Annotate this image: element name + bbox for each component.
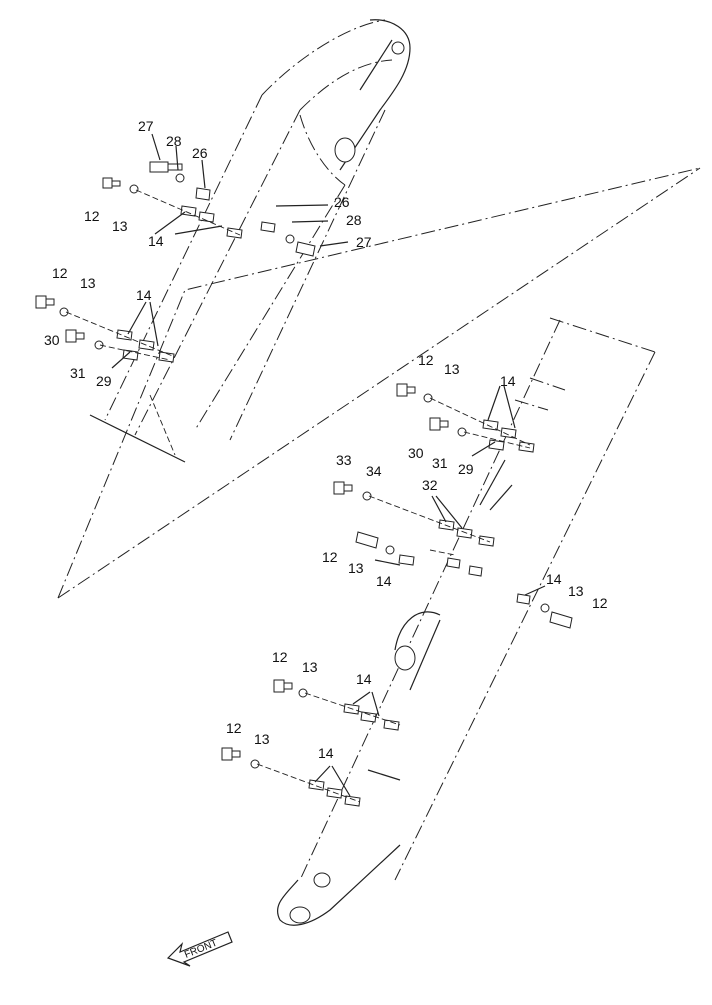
callout-13: 13 [444, 361, 460, 377]
callout-30: 30 [408, 445, 424, 461]
callout-13: 13 [112, 218, 128, 234]
callout-13: 13 [302, 659, 318, 675]
callout-14: 14 [546, 571, 562, 587]
upper-boom-outline [89, 19, 411, 463]
front-label: FRONT [183, 938, 219, 961]
callout-34: 34 [366, 463, 382, 479]
callout-27: 27 [356, 234, 372, 250]
callout-13: 13 [568, 583, 584, 599]
upper-fasteners [35, 161, 316, 363]
callout-13: 13 [254, 731, 270, 747]
callout-14: 14 [500, 373, 516, 389]
callout-12: 12 [322, 549, 338, 565]
callout-30: 30 [44, 332, 60, 348]
callout-26: 26 [192, 145, 208, 161]
callout-14: 14 [356, 671, 372, 687]
callout-12: 12 [272, 649, 288, 665]
callout-12: 12 [52, 265, 68, 281]
callout-28: 28 [346, 212, 362, 228]
callout-12: 12 [226, 720, 242, 736]
front-arrow-icon [166, 931, 233, 967]
lower-fasteners [221, 383, 573, 807]
callout-27: 27 [138, 118, 154, 134]
inset-frame [57, 167, 701, 599]
callout-14: 14 [318, 745, 334, 761]
leader-lines [111, 133, 546, 797]
callout-26: 26 [334, 194, 350, 210]
callout-29: 29 [458, 461, 474, 477]
callout-29: 29 [96, 373, 112, 389]
callout-12: 12 [418, 352, 434, 368]
callout-14: 14 [148, 233, 164, 249]
lower-boom-outline [277, 317, 656, 926]
callout-28: 28 [166, 133, 182, 149]
callout-31: 31 [432, 455, 448, 471]
callout-13: 13 [348, 560, 364, 576]
callout-31: 31 [70, 365, 86, 381]
callouts: 27 28 26 12 13 14 26 28 27 12 13 14 30 3… [44, 118, 608, 761]
callout-14: 14 [376, 573, 392, 589]
callout-13: 13 [80, 275, 96, 291]
callout-32: 32 [422, 477, 438, 493]
callout-12: 12 [84, 208, 100, 224]
callout-14: 14 [136, 287, 152, 303]
callout-33: 33 [336, 452, 352, 468]
callout-12: 12 [592, 595, 608, 611]
